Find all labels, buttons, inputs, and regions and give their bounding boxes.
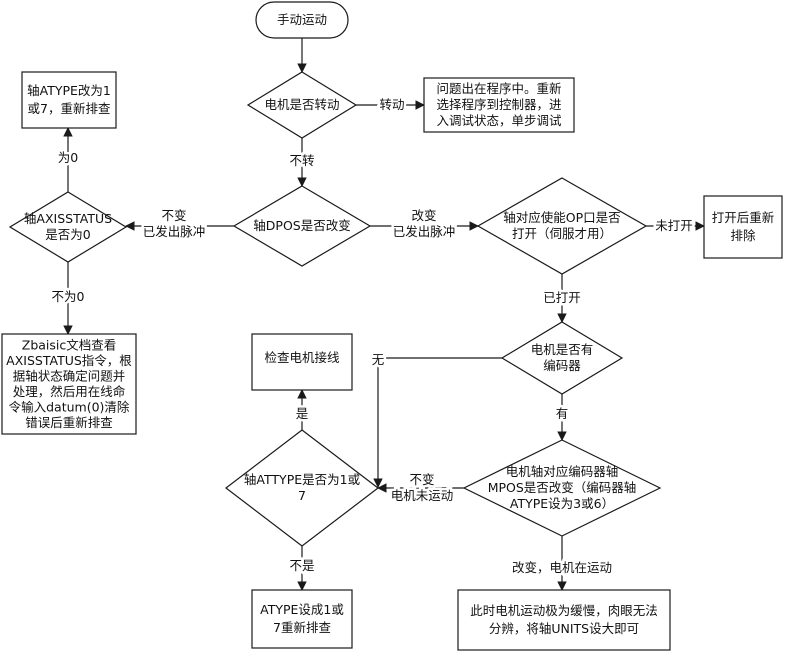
text-line: 电机未运动 [391,488,454,503]
box-reopen: 打开后重新排除 [703,195,783,259]
edge-label-not-open: 未打开 [655,218,693,233]
text-line: 转动 [379,97,404,112]
start-node: 手动运动 [255,1,349,39]
box-program-issue-text: 问题出在程序中。重新选择程序到控制器，进入调试状态，单步调试 [436,81,562,128]
text-line: 7 [298,488,306,503]
box-change-atype: 轴ATYPE改为1 或7，重新排查 [21,71,117,129]
box-set-atype: ATYPE设成1或 7重新排查 [251,589,353,649]
text-line: ATYPE设为3或6） [510,496,614,511]
text-line: ATYPE设成1或 [260,602,344,617]
edge-label-dpos-unchanged: 不变已发出脉冲 [143,208,206,239]
text-line: 电机是否有 [531,342,594,357]
text-line: 不变 [409,472,434,487]
text-line: 已发出脉冲 [393,224,456,239]
text-line: 未打开 [655,218,693,233]
text-line: 入调试状态，单步调试 [436,113,562,128]
edge-label-not-rotating: 不转 [289,153,314,168]
text-line: 7重新排查 [273,620,331,635]
box-program-issue: 问题出在程序中。重新选择程序到控制器，进入调试状态，单步调试 [423,77,575,133]
box-change-atype-text: 轴ATYPE改为1 或7，重新排查 [27,83,111,116]
text-line: 选择程序到控制器，进 [436,97,562,112]
start-label: 手动运动 [277,12,327,27]
edge-label-have: 有 [556,406,569,421]
box-slow-motion-text: 此时电机运动极为缓慢，肉眼无法分辨，将轴UNITS设大即可 [470,603,658,636]
text-line: 排除 [730,228,756,243]
text-line: 打开（伺服才用） [512,226,612,241]
text-line: MPOS是否改变（编码器轴 [488,480,637,495]
text-line: 此时电机运动极为缓慢，肉眼无法 [470,603,658,618]
text-line: AXISSTATUS指令，根 [6,352,132,367]
text-line: 错误后重新排查 [25,414,113,429]
edge-label-yes: 是 [296,406,309,421]
box-check-wiring-text: 检查电机接线 [264,350,340,365]
text-line: 电机是否转动 [264,97,339,112]
text-line: 已打开 [543,290,581,305]
box-check-wiring: 检查电机接线 [251,333,353,391]
decision-enable-op: 轴对应使能OP口是否打开（伺服才用） [476,177,648,275]
text-line: 打开后重新 [712,210,775,225]
box-set-atype-text: ATYPE设成1或 7重新排查 [260,602,344,635]
text-line: 轴ATYPE改为1 [27,83,111,98]
edge-label-mpos-changed: 改变，电机在运动 [512,560,612,575]
decision-encoder: 电机是否有编码器 [500,321,624,395]
text-line: 问题出在程序中。重新 [436,81,561,96]
text-line: 是 [296,406,309,421]
arrow-encoder-to-atype [373,357,502,488]
edge-label-not-zero: 不为0 [52,289,85,304]
text-line: 改变，电机在运动 [512,560,612,575]
edge-label-rotating: 转动 [379,97,404,112]
text-line: 手动运动 [277,12,327,27]
decision-dpos-changed: 轴DPOS是否改变 [232,185,372,267]
decision-motor-rotating-label: 电机是否转动 [264,97,339,112]
text-line: 不是 [289,558,315,573]
text-line: 改变 [411,208,436,223]
text-line: 轴ATTYPE是否为1或 [244,472,361,487]
text-line: 不转 [289,153,314,168]
text-line: 不为0 [52,289,85,304]
edge-label-none: 无 [372,352,385,367]
decision-motor-rotating: 电机是否转动 [246,71,358,139]
text-line: 电机轴对应编码器轴 [506,464,619,479]
text-line: 轴AXISSTATUS [24,211,112,226]
text-line: 为0 [58,150,79,165]
text-line: 分辨，将轴UNITS设大即可 [489,621,639,636]
text-line: 不变 [161,208,186,223]
box-slow-motion: 此时电机运动极为缓慢，肉眼无法分辨，将轴UNITS设大即可 [457,589,671,651]
box-reopen-text: 打开后重新排除 [712,210,775,243]
decision-dpos-changed-label: 轴DPOS是否改变 [253,218,350,233]
text-line: 轴对应使能OP口是否 [503,210,620,225]
text-line: 检查电机接线 [264,350,340,365]
edge-label-no: 不是 [289,558,315,573]
decision-enable-op-label: 轴对应使能OP口是否打开（伺服才用） [503,210,620,241]
text-line: 轴DPOS是否改变 [253,218,350,233]
text-line: 无 [372,352,385,367]
text-line: 处理，然后用在线命 [13,383,126,398]
edge-label-dpos-changed: 改变已发出脉冲 [393,208,456,239]
text-line: 已发出脉冲 [143,224,206,239]
connectors [63,38,705,591]
text-line: 或7，重新排查 [28,101,111,116]
text-line: 据轴状态确定问题并 [13,368,126,383]
text-line: 是否为0 [45,227,91,242]
text-line: Zbaisic文档查看 [22,337,117,352]
text-line: 编码器 [543,358,581,373]
text-line: 令输入datum(0)清除 [9,399,130,414]
edge-label-mpos-unchanged: 不变电机未运动 [391,472,454,503]
edge-label-opened: 已打开 [543,290,581,305]
decision-encoder-label: 电机是否有编码器 [531,342,594,373]
text-line: 有 [556,406,569,421]
edge-label-is-zero: 为0 [58,150,79,165]
